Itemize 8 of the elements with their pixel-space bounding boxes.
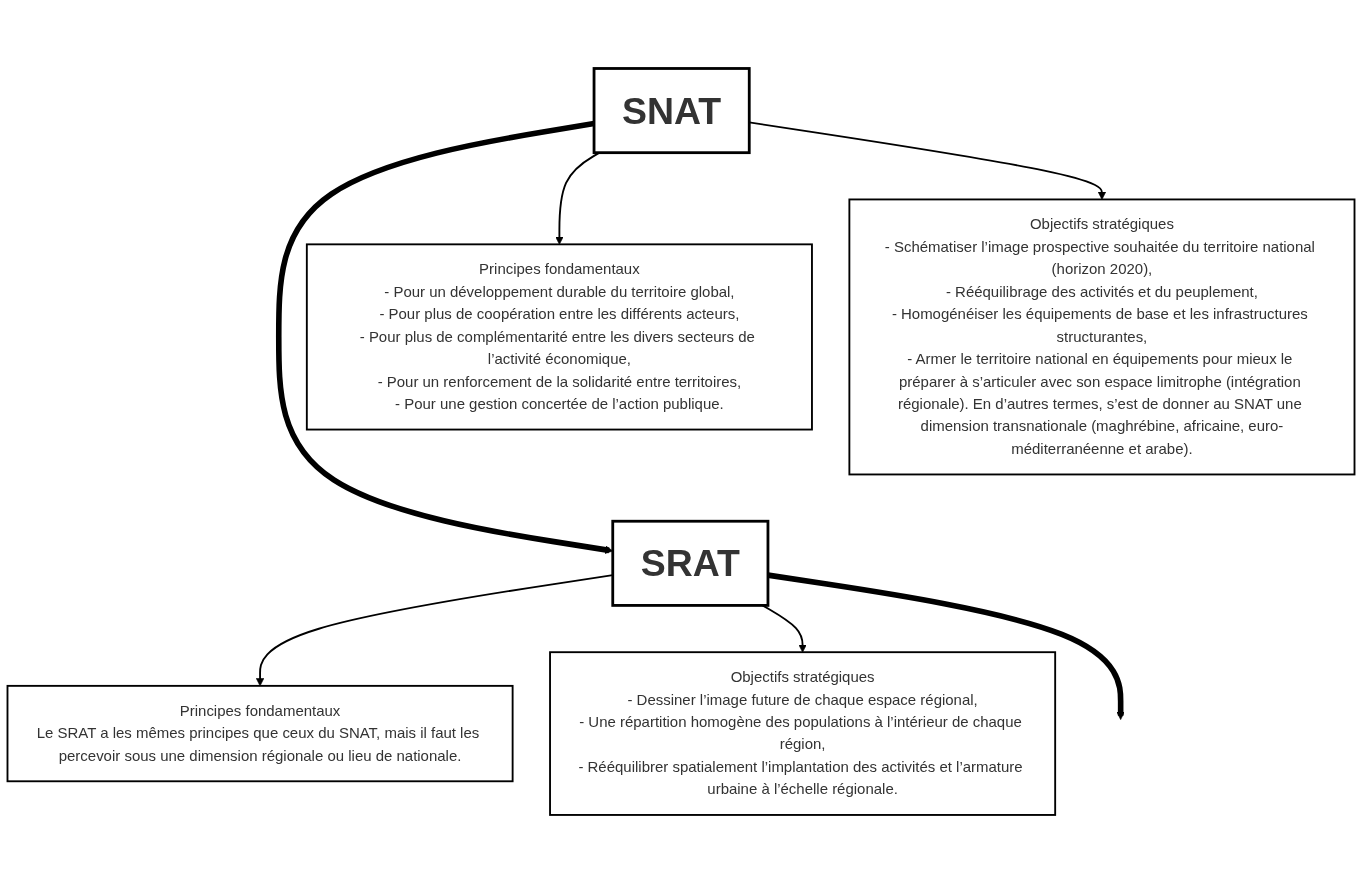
node-box: Objectifs stratégiques - Dessiner l’image future de chaque espace régional, - Une répartition homogène des populations à l’intérieur de chaque région, - Rééquilibrer spatialement l’implantation des activités et l’armature urbaine à l’échelle régionale. — [549, 651, 1057, 817]
node-box: Principes fondamentaux Le SRAT a les mêmes principes que ceux du SNAT, mais il faut les percevoir sous une dimension régionale ou lieu de nationale. — [6, 685, 514, 783]
arrow — [555, 152, 601, 245]
node-box: SRAT — [611, 520, 770, 608]
node-box: Objectifs stratégiques - Schématiser l’image prospective souhaitée du territoire national (horizon 2020), - Rééquilibrage des activités et du peuplement, - Homogénéiser les équipements de base et les infrastructures structurantes, - Armer le territoire national en équipements pour mieux le préparer à s’articuler avec son espace limitrophe (intégration régionale). En d’autres termes, s’est de donner au SNAT une dimension transnationale (maghrébine, africaine, euro-méditerranéenne et arabe). — [848, 198, 1356, 476]
node-box: Principes fondamentaux - Pour un développement durable du territoire global, - Pour plus de coopération entre les différents acteurs, - Pour plus de complémentarité entre les divers secteurs de l’activité économique, - Pour un renforcement de la solidarité entre territoires, - Pour une gestion concertée de l’action publique. — [305, 243, 813, 431]
arrow — [767, 572, 1125, 721]
node-box: SNAT — [592, 67, 751, 155]
